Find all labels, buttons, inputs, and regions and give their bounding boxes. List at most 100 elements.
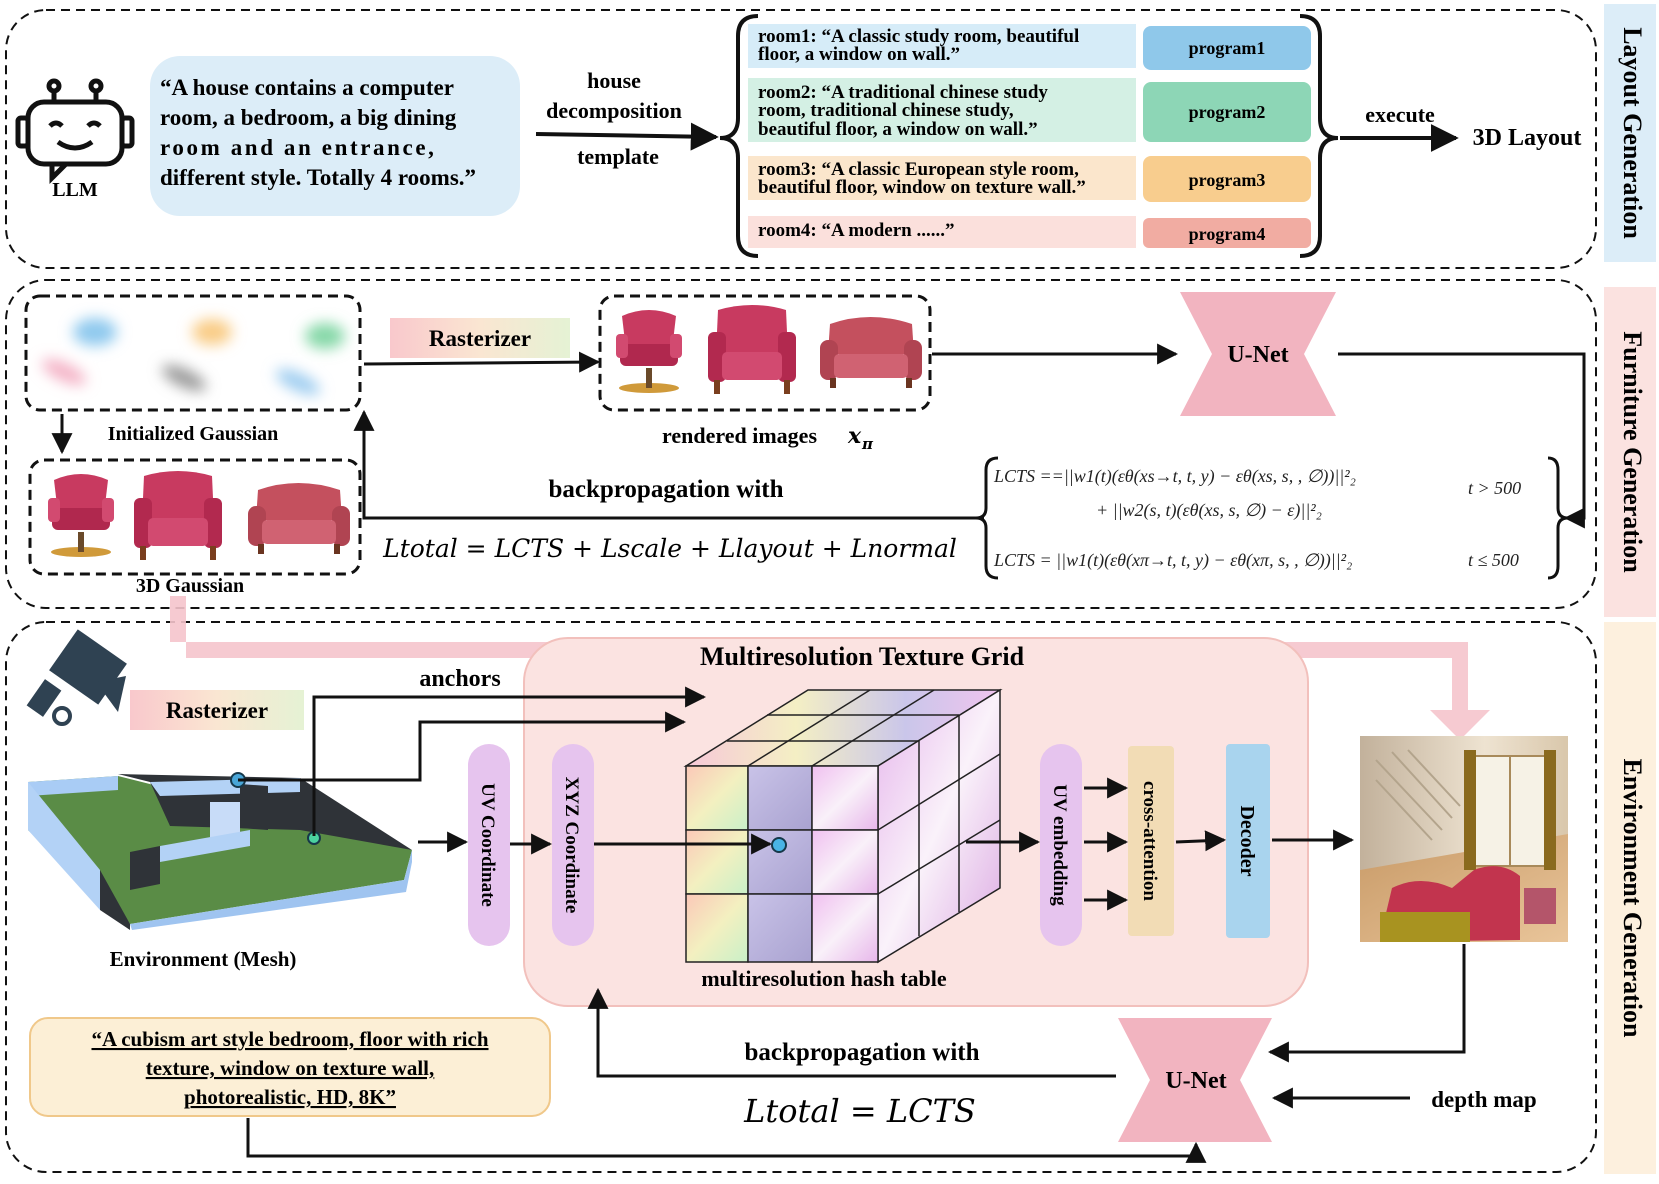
env-loss-total: Ltotal = LCTS [743, 1092, 976, 1130]
room-desc-line: room3: “A classic European style room, [758, 159, 1079, 180]
section-sidebar-furniture: Furniture Generation [1604, 287, 1656, 617]
furniture-unet-label: U-Net [1227, 342, 1288, 368]
section-sidebar-environment: Environment Generation [1604, 622, 1656, 1174]
llm-label: LLM [52, 179, 98, 201]
room-desc-line: beautiful floor, window on texture wall.… [758, 177, 1086, 198]
section-title-layout: Layout Generation [1618, 27, 1647, 239]
depth-map-label: depth map [1431, 1087, 1536, 1112]
rendered-subscript: π [861, 435, 874, 453]
program-label: program2 [1189, 102, 1266, 122]
decoder-box [1226, 744, 1270, 938]
hash-table-label: multiresolution hash table [701, 966, 947, 991]
grid-query-point [771, 837, 787, 853]
cts-equation-1b: + ||w2(s, t)(εθ(xs, s, ∅) − ε)||²₂ [1096, 500, 1322, 521]
prompt-line: “A house contains a computer [160, 75, 454, 100]
env-prompt-line: “A cubism art style bedroom, floor with … [91, 1027, 488, 1051]
uv-embedding-pill [1040, 744, 1082, 946]
texture-grid-title: Multiresolution Texture Grid [700, 642, 1025, 671]
llm-prompt-box [150, 56, 520, 216]
furniture-backprop-arrow [353, 409, 984, 520]
rendered-symbol: x [847, 423, 862, 449]
env-backprop-label: backpropagation with [744, 1039, 979, 1066]
initialized-gaussian-label: Initialized Gaussian [108, 423, 279, 445]
decoder-label: Decoder [1236, 805, 1258, 876]
furniture-rasterizer-label: Rasterizer [429, 326, 531, 351]
furniture-unet-shape [1180, 292, 1336, 416]
env-unet-label: U-Net [1165, 1068, 1226, 1094]
environment-section-frame [5, 621, 1597, 1173]
program-box [1143, 156, 1311, 202]
programs-right-brace [1299, 14, 1339, 258]
camera-icon [26, 629, 127, 726]
cts-right-brace [1547, 456, 1569, 580]
gaussian-3d-label: 3D Gaussian [136, 575, 244, 597]
decomposition-label: house decomposition template [546, 68, 682, 169]
sofa-icon [820, 317, 922, 388]
uv-embedding-label: UV embedding [1049, 784, 1070, 906]
prompt-line: room and an entrance, [160, 135, 437, 160]
program-box [1143, 82, 1311, 142]
room-row-3: room3: “A classic European style room, b… [748, 156, 1311, 202]
cross-attention-label: cross-attention [1139, 781, 1160, 901]
decomp-line: house [587, 68, 641, 93]
furniture-loss-total: Ltotal = LCTS + Lscale + Llayout + Lnorm… [382, 534, 957, 563]
room-desc-bg [748, 24, 1136, 68]
rendered-label-text: rendered images [662, 423, 817, 448]
env-prompt-text: “A cubism art style bedroom, floor with … [91, 1027, 488, 1109]
program-label: program4 [1189, 224, 1266, 244]
uv-coordinate-pill [468, 744, 510, 946]
cross-attention-box [1128, 746, 1174, 936]
anchor-arrow-blue [238, 711, 687, 782]
xyz-coordinate-label: XYZ Coordinate [561, 777, 582, 914]
room-row-2: room2: “A traditional chinese study room… [748, 78, 1311, 142]
prompt-line: different style. Totally 4 rooms.” [160, 165, 476, 190]
room-desc-line: room2: “A traditional chinese study [758, 82, 1048, 103]
hash-grid-cube [683, 688, 1003, 964]
room-desc-bg [748, 78, 1136, 142]
llm-prompt-text: “A house contains a computer room, a bed… [160, 75, 476, 190]
layout-section-frame [5, 9, 1597, 269]
env-prompt-line: texture, window on texture wall, [146, 1056, 435, 1080]
cts-equation-2: LCTS = ||w1(t)(εθ(xπ→t, t, y) − εθ(xπ, s… [993, 550, 1352, 571]
uv-coordinate-label: UV Coordinate [477, 783, 498, 907]
rooms-left-brace [719, 14, 759, 258]
cts-equations: LCTS ==||w1(t)(εθ(xs→t, t, y) − εθ(xs, s… [993, 466, 1521, 571]
render-to-unet-arrow [1267, 944, 1466, 1063]
decomp-line: decomposition [546, 98, 682, 123]
env-mesh-label: Environment (Mesh) [110, 947, 297, 971]
room-desc-bg [748, 156, 1136, 200]
rendered-room-image [1360, 736, 1568, 942]
anchor-arrow-green [312, 686, 707, 836]
environment-mesh [28, 774, 412, 930]
xyz-coordinate-pill [552, 744, 594, 946]
section-sidebar-layout: Layout Generation [1604, 4, 1656, 262]
furniture-rasterizer-box [390, 318, 570, 358]
section-title-environment: Environment Generation [1618, 758, 1647, 1038]
program-label: program3 [1189, 170, 1266, 190]
section-title-furniture: Furniture Generation [1618, 331, 1647, 573]
env-unet-shape [1118, 1018, 1272, 1142]
execute-label: execute [1365, 102, 1435, 127]
env-backprop-arrow [587, 987, 1116, 1078]
furniture-section-frame [5, 279, 1597, 609]
prompt-to-unet-arrow [246, 1118, 1207, 1163]
cts-equation-1a: LCTS ==||w1(t)(εθ(xs→t, t, y) − εθ(xs, s… [993, 466, 1356, 487]
cts-condition-1: t > 500 [1468, 478, 1521, 498]
program-box [1143, 218, 1311, 248]
env-rasterizer-label: Rasterizer [166, 698, 268, 723]
sofa-icon [248, 483, 350, 554]
decomposition-arrow [535, 122, 719, 151]
rendered-images-label: rendered images x π [662, 423, 874, 453]
program-label: program1 [1189, 38, 1266, 58]
room-desc-bg [748, 216, 1136, 248]
room-row-4: room4: “A modern ......” program4 [748, 216, 1311, 248]
gaussian-blobs [41, 318, 345, 396]
prompt-line: room, a bedroom, a big dining [160, 105, 457, 130]
rasterize-arrow [363, 351, 601, 373]
room-desc-line: room4: “A modern ......” [758, 220, 955, 241]
program-box [1143, 26, 1311, 70]
decomp-line: template [577, 144, 659, 169]
room-desc-line: room, traditional chinese study, [758, 100, 1014, 121]
room-desc-line: beautiful floor, a window on wall.” [758, 119, 1038, 140]
